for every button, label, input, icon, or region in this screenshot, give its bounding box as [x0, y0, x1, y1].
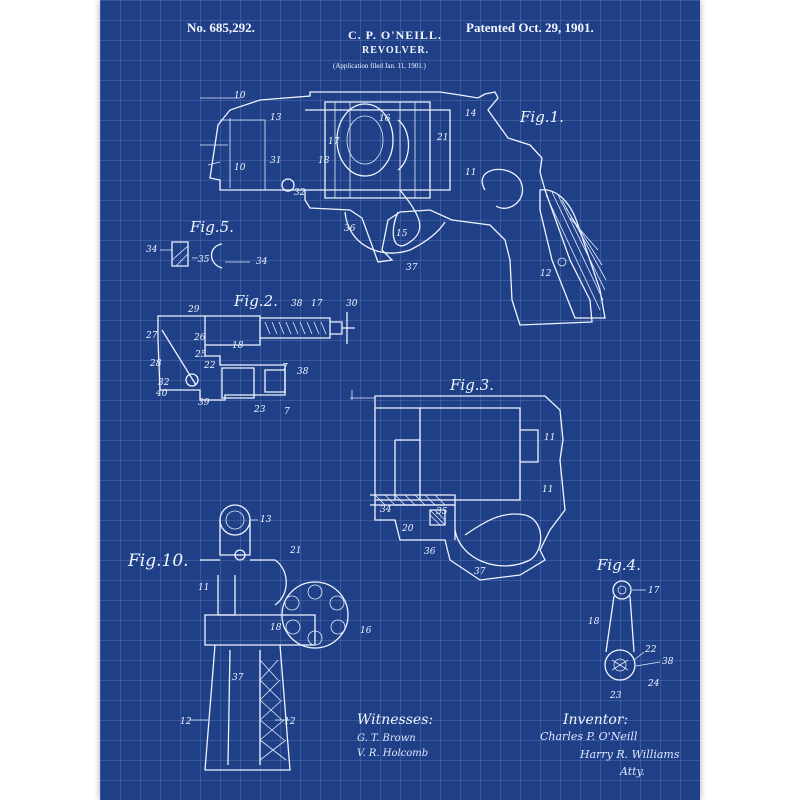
- patent-drawings: 10 13 14 16 17 18 21 11 31 32 36 15 37 1…: [145, 91, 674, 800]
- fig1-revolver-drawing: 10 13 14 16 17 18 21 11 31 32 36 15 37 1…: [200, 91, 606, 325]
- reference-numeral: 11: [465, 168, 476, 178]
- inventor-signature: Charles P. O'Neill: [540, 730, 638, 743]
- reference-numeral: 40: [155, 389, 168, 399]
- reference-numeral: 24: [647, 679, 660, 689]
- application-filed-date: (Application filed Jan. 11, 1901.): [333, 62, 426, 70]
- witnesses-label: Witnesses:: [357, 712, 434, 728]
- reference-numeral: 34: [146, 245, 158, 255]
- inventor-label: Inventor:: [563, 712, 629, 728]
- reference-numeral: 26: [193, 333, 206, 343]
- reference-numeral: 7: [282, 363, 288, 373]
- reference-numeral: 13: [270, 113, 282, 123]
- reference-numeral: 25: [194, 350, 207, 360]
- reference-numeral: 34: [380, 505, 392, 515]
- reference-numeral: 28: [149, 359, 162, 369]
- reference-numeral: 17: [648, 586, 660, 596]
- reference-numeral: 18: [588, 617, 600, 627]
- figure-10-label: Fig.10.: [128, 551, 189, 571]
- reference-numeral: 16: [379, 114, 391, 124]
- reference-numeral: 11: [544, 433, 555, 443]
- reference-numeral: 18: [318, 156, 330, 166]
- fig4-lever-drawing: 17 18 22 38 24 23: [588, 581, 674, 701]
- reference-numeral: 22: [644, 645, 657, 655]
- reference-numeral: 27: [145, 331, 158, 341]
- reference-numeral: 23: [609, 691, 622, 701]
- reference-numeral: 11: [542, 485, 553, 495]
- attorney-signature: Harry R. Williams: [580, 748, 680, 761]
- reference-numeral: 13: [260, 515, 272, 525]
- reference-numeral: 38: [662, 657, 674, 667]
- reference-numeral: 37: [232, 673, 244, 683]
- reference-numeral: 12: [540, 269, 552, 279]
- reference-numeral: 36: [344, 224, 356, 234]
- patent-blueprint-poster: No. 685,292. C. P. O'NEILL. REVOLVER. (A…: [100, 0, 700, 800]
- reference-numeral: 7: [284, 407, 290, 417]
- witness-2-signature: V. R. Holcomb: [357, 748, 429, 759]
- reference-numeral: 20: [401, 524, 414, 534]
- reference-numeral: 30: [346, 299, 358, 309]
- patent-title: REVOLVER.: [362, 45, 430, 56]
- reference-numeral: 34: [256, 257, 268, 267]
- reference-numeral: 29: [187, 305, 200, 315]
- reference-numeral: 36: [424, 547, 436, 557]
- reference-numeral: 10: [234, 91, 246, 101]
- reference-numeral: 10: [234, 163, 246, 173]
- figure-2-label: Fig.2.: [234, 292, 278, 310]
- figure-5-label: Fig.5.: [190, 218, 234, 236]
- reference-numeral: 21: [289, 546, 301, 556]
- reference-numeral: 35: [436, 507, 448, 517]
- reference-numeral: 16: [360, 626, 372, 636]
- reference-numeral: 18: [232, 341, 244, 351]
- patent-number: No. 685,292.: [187, 20, 255, 35]
- fig3-section-drawing: 11 34 35 20 36 37 11: [350, 390, 565, 580]
- reference-numeral: 14: [465, 109, 477, 119]
- fig2-mechanism-drawing: 29 38 17 30 27 26 25 28 22 18 32 40 39 2…: [145, 299, 358, 417]
- inventor-heading: C. P. O'NEILL.: [348, 28, 442, 42]
- figure-4-label: Fig.4.: [597, 556, 641, 574]
- patent-date: Patented Oct. 29, 1901.: [466, 20, 594, 35]
- attorney-abbreviation: Atty.: [620, 765, 645, 778]
- reference-numeral: 39: [198, 398, 210, 408]
- reference-numeral: 31: [270, 156, 281, 166]
- fig10-front-view-drawing: 13 21 11 18 16 37 12 12: [180, 505, 372, 770]
- reference-numeral: 32: [294, 188, 306, 198]
- reference-numeral: 12: [180, 717, 192, 727]
- figure-1-label: Fig.1.: [520, 108, 564, 126]
- figure-3-label: Fig.3.: [450, 376, 494, 394]
- reference-numeral: 37: [406, 263, 418, 273]
- reference-numeral: 21: [436, 133, 448, 143]
- reference-numeral: 35: [198, 255, 210, 265]
- reference-numeral: 38: [291, 299, 303, 309]
- reference-numeral: 37: [474, 567, 486, 577]
- fig5-detail-drawing: 34 35 34: [146, 242, 268, 268]
- reference-numeral: 32: [158, 378, 170, 388]
- reference-numeral: 15: [396, 229, 408, 239]
- reference-numeral: 23: [253, 405, 266, 415]
- reference-numeral: 38: [297, 367, 309, 377]
- reference-numeral: 22: [203, 361, 216, 371]
- witness-1-signature: G. T. Brown: [357, 733, 416, 744]
- reference-numeral: 12: [284, 717, 296, 727]
- reference-numeral: 11: [198, 583, 209, 593]
- reference-numeral: 17: [311, 299, 323, 309]
- reference-numeral: 17: [328, 137, 340, 147]
- reference-numeral: 18: [270, 623, 282, 633]
